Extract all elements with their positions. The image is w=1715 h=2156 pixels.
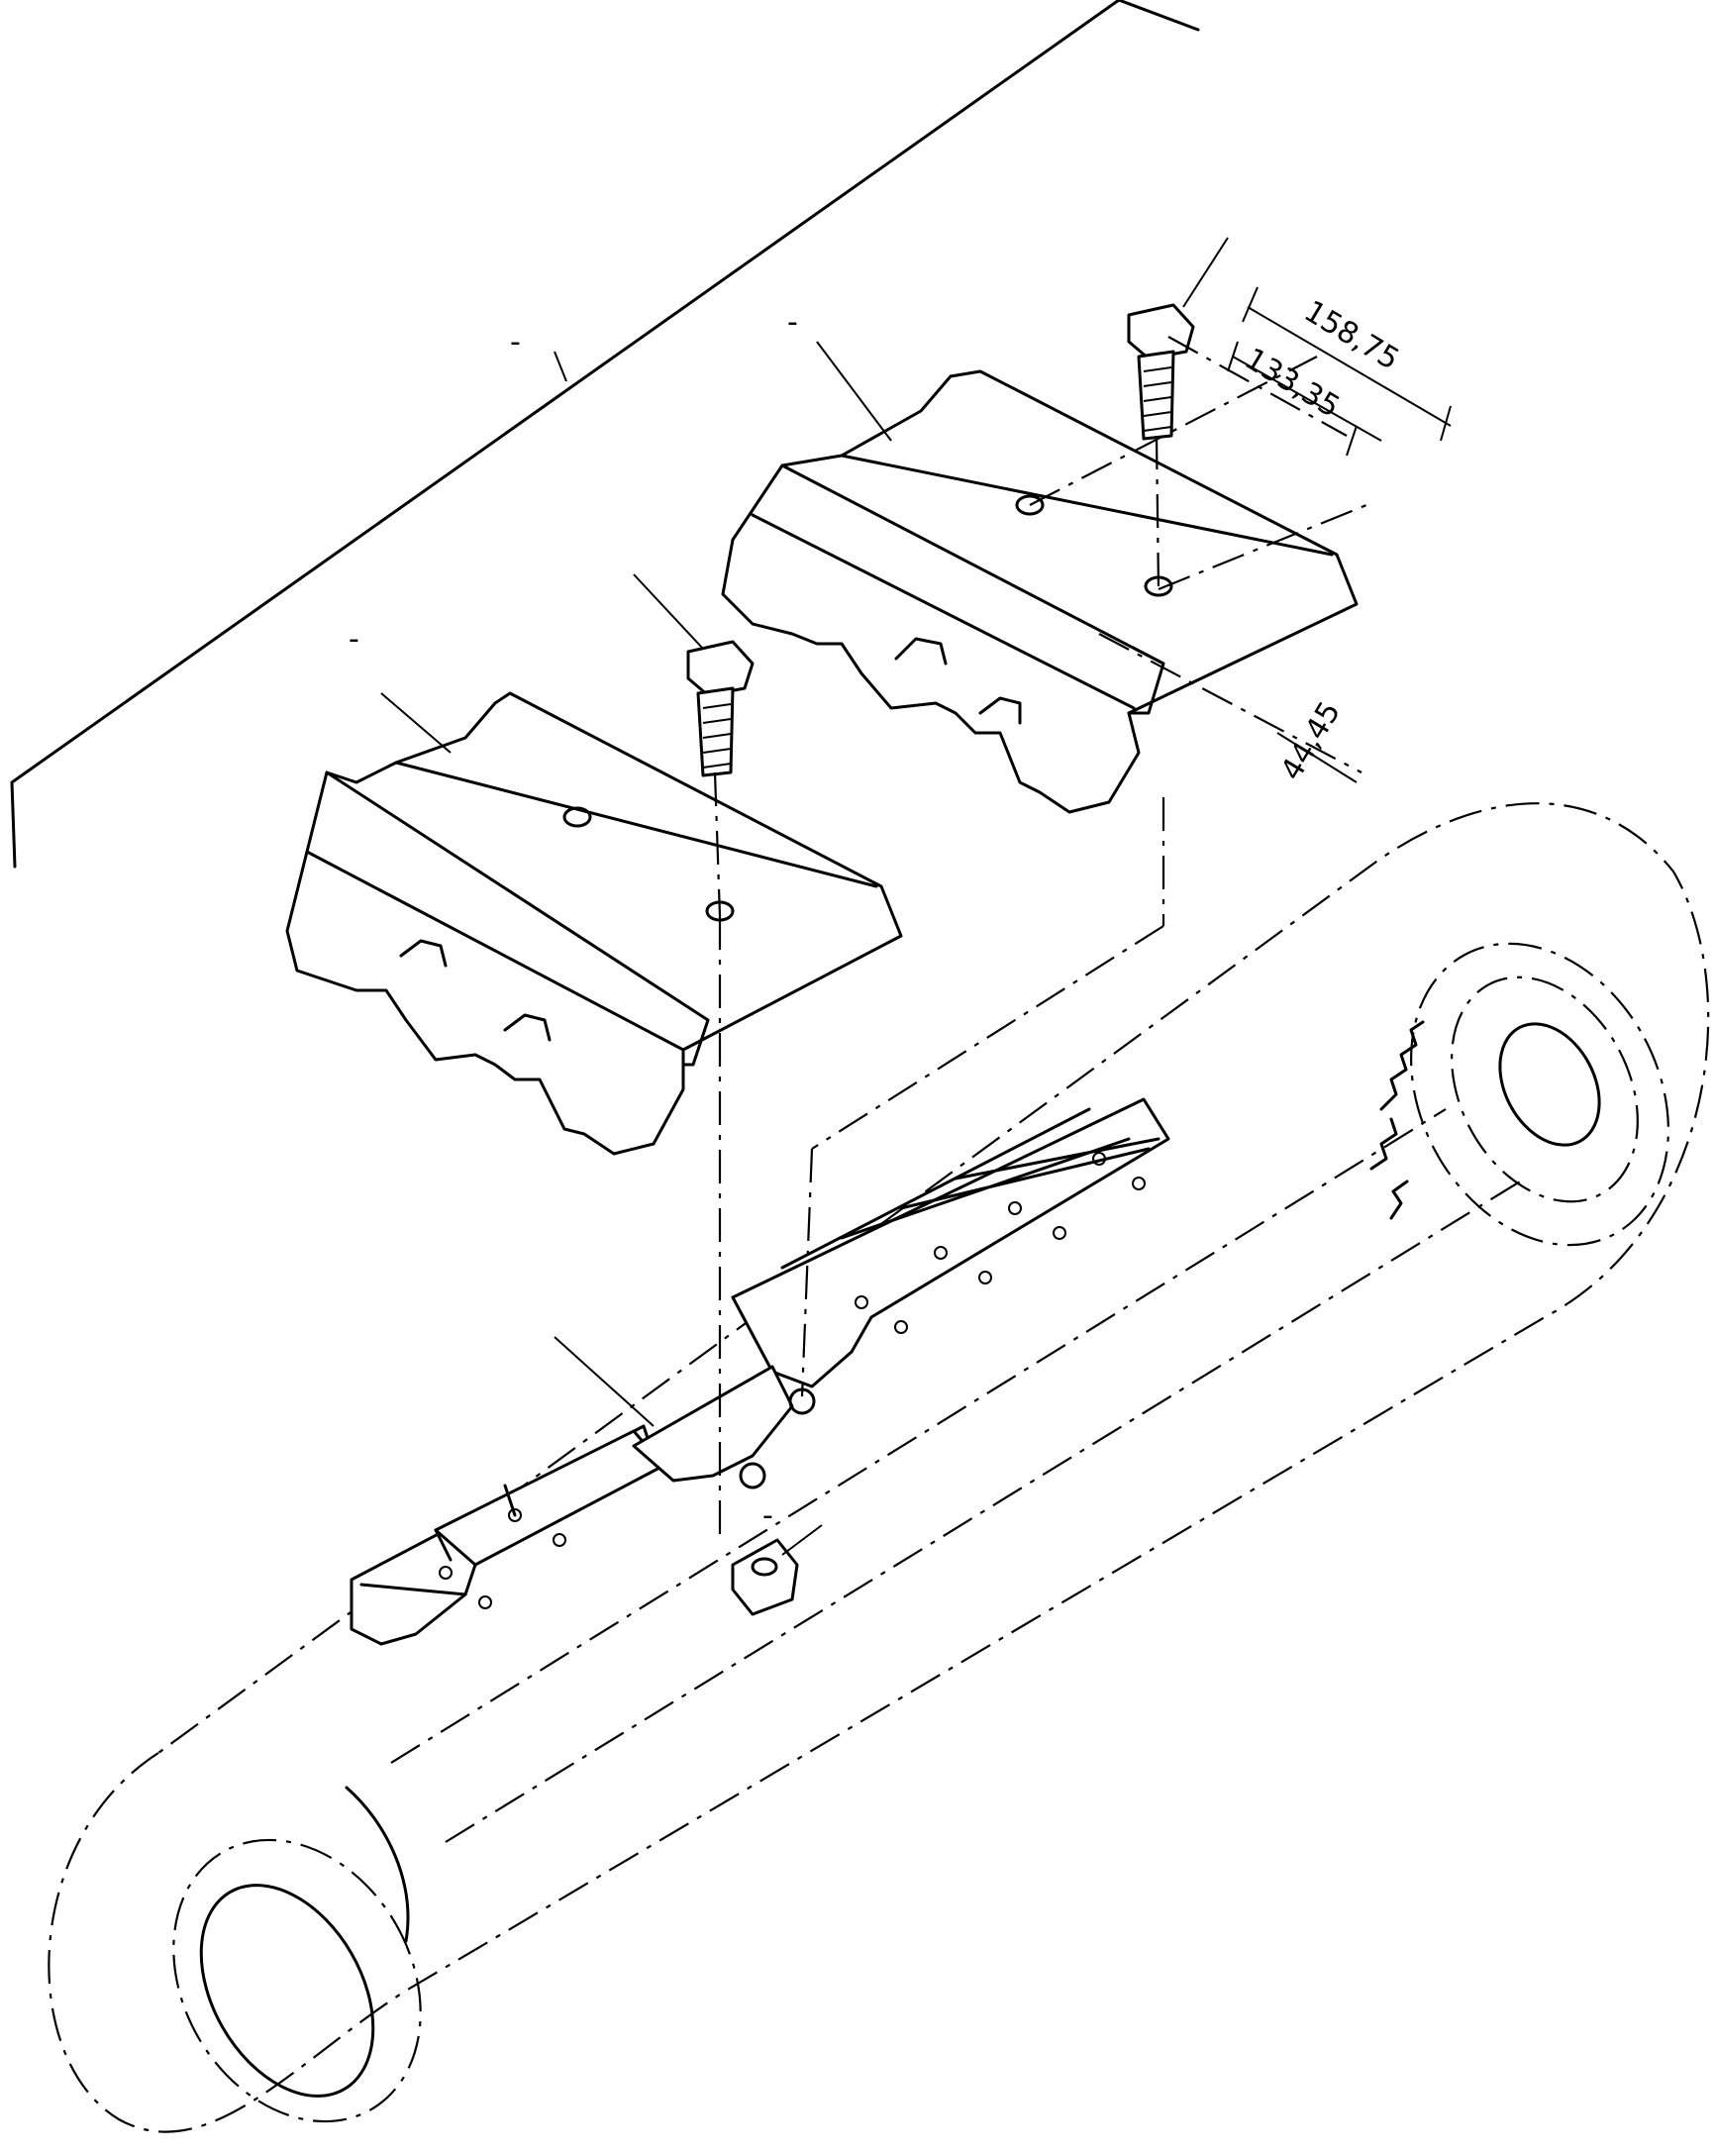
track-shoe-lower — [285, 691, 903, 1156]
callout-leaders — [380, 237, 1229, 1556]
callout-mark: - — [510, 325, 521, 359]
assembly-bracket — [10, 0, 1200, 869]
dimension-label-overall-pitch: 158,75 — [1298, 294, 1405, 377]
callout-mark: - — [787, 305, 798, 340]
track-shoe-upper — [721, 369, 1359, 814]
track-chain-outline — [48, 802, 1710, 2133]
bolt-upper — [1127, 303, 1195, 441]
bolt-centerlines — [713, 336, 1367, 1540]
callout-mark: - — [349, 622, 359, 657]
dimension-lines — [1227, 286, 1452, 783]
callout-mark: - — [762, 1498, 773, 1533]
chain-links — [350, 1097, 1170, 1646]
track-nut — [731, 1538, 799, 1616]
callout-marks: - - - - — [349, 305, 798, 1533]
front-idler-wheel — [172, 1786, 422, 2123]
bolt-lower — [686, 640, 755, 777]
dimension-label-hole-offset: 44,45 — [1274, 695, 1348, 786]
rear-sprocket-wheel — [1369, 942, 1669, 1247]
